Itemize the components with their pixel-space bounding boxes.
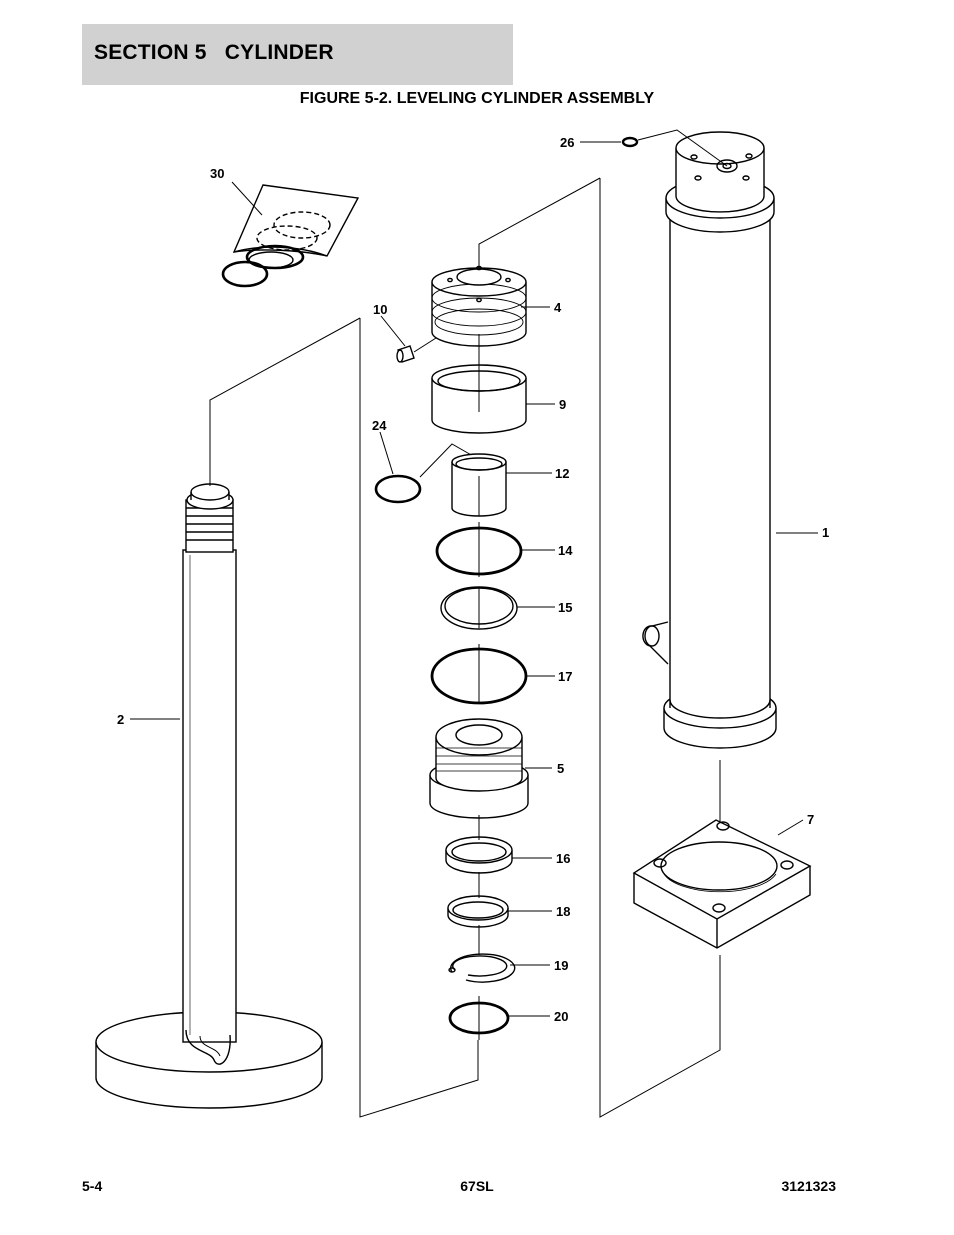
section-header: SECTION 5 CYLINDER bbox=[82, 24, 513, 85]
callout-16: 16 bbox=[556, 851, 570, 866]
callout-2: 2 bbox=[117, 712, 124, 727]
oring-item-26 bbox=[621, 136, 639, 148]
callout-19: 19 bbox=[554, 958, 568, 973]
pin-item-10 bbox=[380, 315, 437, 363]
figure-title: FIGURE 5-2. LEVELING CYLINDER ASSEMBLY bbox=[299, 90, 655, 107]
section-title: SECTION 5 CYLINDER bbox=[94, 41, 334, 64]
callout-20: 20 bbox=[554, 1009, 568, 1024]
snap-ring-item-19 bbox=[448, 953, 516, 983]
callout-4: 4 bbox=[554, 300, 562, 315]
callout-26: 26 bbox=[560, 135, 574, 150]
bushing-item-9 bbox=[431, 334, 527, 434]
spacer-item-12 bbox=[451, 453, 507, 517]
callout-18: 18 bbox=[556, 904, 570, 919]
callout-12: 12 bbox=[555, 466, 569, 481]
footer-doc-number: 3121323 bbox=[781, 1178, 836, 1194]
callout-24: 24 bbox=[372, 418, 387, 433]
callout-17: 17 bbox=[558, 669, 572, 684]
footer-page-number: 5-4 bbox=[82, 1178, 103, 1194]
callout-5: 5 bbox=[557, 761, 564, 776]
callout-9: 9 bbox=[559, 397, 566, 412]
piston-item-5 bbox=[429, 718, 529, 819]
flange-item-7 bbox=[632, 819, 812, 949]
seal-item-16 bbox=[445, 836, 513, 874]
barrel-item-1 bbox=[642, 131, 777, 749]
callout-1: 1 bbox=[822, 525, 829, 540]
callout-14: 14 bbox=[558, 543, 573, 558]
oring-item-24 bbox=[374, 474, 422, 504]
footer-model: 67SL bbox=[460, 1178, 494, 1194]
callout-10: 10 bbox=[373, 302, 387, 317]
seal-kit bbox=[221, 181, 360, 288]
callout-30: 30 bbox=[210, 166, 224, 181]
ring-item-18 bbox=[447, 895, 509, 928]
head-item-4 bbox=[431, 265, 527, 347]
callout-7: 7 bbox=[807, 812, 814, 827]
rod-assembly bbox=[95, 483, 323, 1109]
callout-15: 15 bbox=[558, 600, 572, 615]
